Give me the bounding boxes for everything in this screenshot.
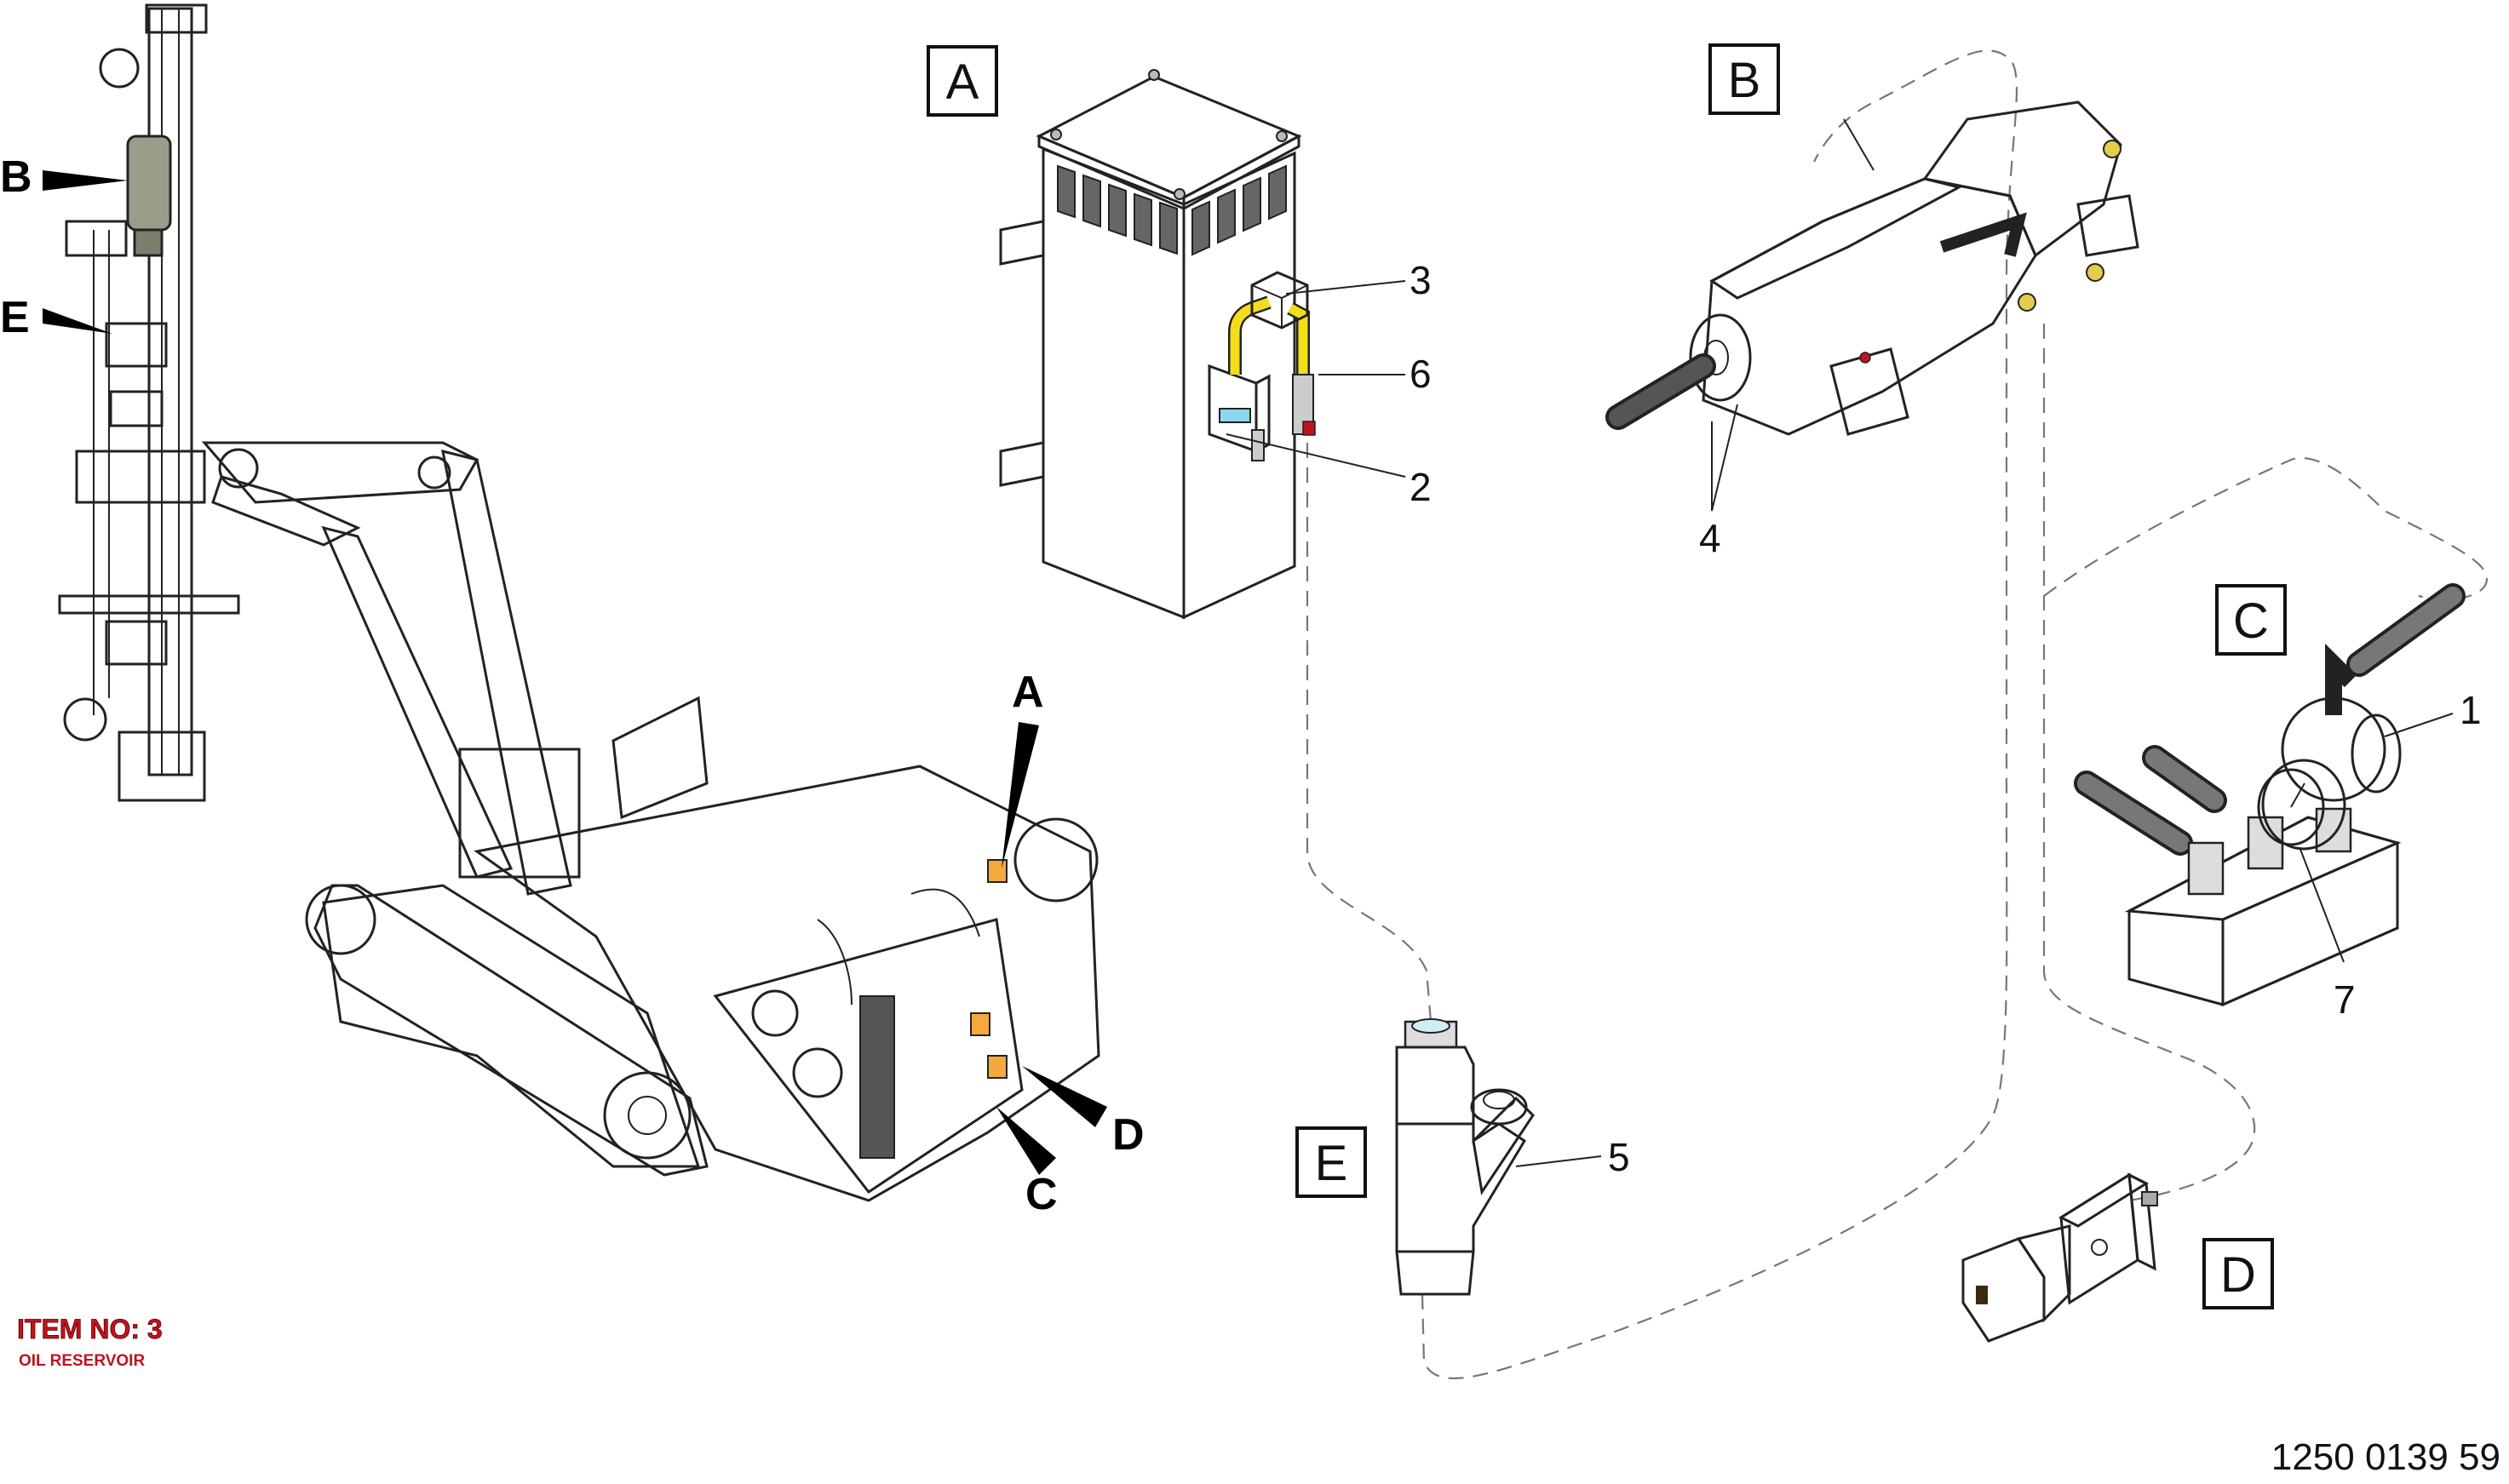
- dashed-line-a-to-e: [1306, 443, 1432, 1023]
- part-number-2: 2: [1410, 465, 1432, 509]
- boom: [201, 441, 572, 896]
- box-d: [2202, 1238, 2274, 1309]
- marker-label-d: D: [1112, 1110, 1145, 1160]
- part-number-6: 6: [1410, 352, 1432, 396]
- marker-label-c: C: [1025, 1170, 1058, 1219]
- document-number: 1250 0139 59: [2271, 1436, 2500, 1478]
- marker-label-b: B: [0, 152, 32, 202]
- item-number-subtitle: OIL RESERVOIR: [19, 1352, 145, 1370]
- box-label-c: C: [2233, 593, 2269, 649]
- regulator-body: [2281, 696, 2386, 802]
- marker-label-a: A: [1012, 668, 1044, 717]
- drill-shank: [1605, 353, 1716, 430]
- reservoir-side-face: [1182, 151, 1296, 620]
- box-e: [1295, 1126, 1367, 1198]
- reservoir-vents: [1057, 164, 1287, 256]
- dashed-line-e-to-b: [1421, 49, 2018, 1379]
- dashed-line-c-loop: [2043, 457, 2489, 601]
- detail-b-rock-drill: [1605, 100, 2139, 512]
- box-b: [1708, 43, 1780, 115]
- machine-markers: B E A C D: [0, 152, 1145, 1219]
- box-c: [2215, 584, 2287, 656]
- detail-a-oil-reservoir: [999, 69, 1406, 620]
- leader-1: [2384, 713, 2454, 737]
- marker-arrow-d: [1022, 1066, 1107, 1127]
- marker-arrow-c: [996, 1107, 1056, 1175]
- pressure-gauge: [2261, 759, 2346, 851]
- part-number-3: 3: [1410, 258, 1432, 302]
- marker-arrow-b: [43, 170, 128, 191]
- box-a: [927, 45, 998, 117]
- part-number-5: 5: [1608, 1135, 1630, 1179]
- marker-arrow-e: [43, 308, 112, 334]
- part-number-1: 1: [2460, 688, 2482, 732]
- part-number-4: 4: [1699, 516, 1721, 560]
- part-number-7: 7: [2334, 977, 2356, 1022]
- part-numbers: 1 2 3 4 5 6 7: [1410, 258, 2482, 1179]
- marker-arrow-a: [1002, 722, 1039, 868]
- box-label-b: B: [1728, 53, 1761, 108]
- mast: [58, 3, 240, 802]
- leader-7: [2299, 846, 2345, 963]
- box-label-d: D: [2220, 1247, 2256, 1303]
- marker-label-e: E: [0, 293, 30, 342]
- dashed-line-c-to-d: [2042, 324, 2256, 1202]
- detail-d-solenoid-valve: [1961, 1172, 2158, 1343]
- connection-lines: [1306, 49, 2489, 1379]
- item-number-title: ITEM NO: 3: [17, 1314, 163, 1344]
- leader-3: [1285, 280, 1406, 295]
- leader-2: [1226, 433, 1406, 478]
- box-label-e: E: [1315, 1136, 1348, 1191]
- strainer-cap: [1470, 1088, 1528, 1126]
- callout-boxes: A B C D E: [927, 43, 2287, 1309]
- detail-e-strainer: [1395, 1018, 1602, 1296]
- drill-rig-illustration: B E A C D: [0, 3, 1145, 1219]
- crawler-track: [305, 884, 709, 1177]
- rock-drill-body: [1702, 177, 2037, 436]
- detail-c-regulator: [2074, 583, 2466, 1007]
- yellow-valve: [1250, 271, 1309, 329]
- solenoid-coil: [1961, 1237, 2046, 1343]
- strainer-body: [1395, 1122, 1527, 1253]
- leader-5: [1515, 1155, 1602, 1167]
- carrier: [322, 696, 1100, 1202]
- leader-4b: [1711, 404, 1738, 512]
- box-label-a: A: [946, 54, 979, 110]
